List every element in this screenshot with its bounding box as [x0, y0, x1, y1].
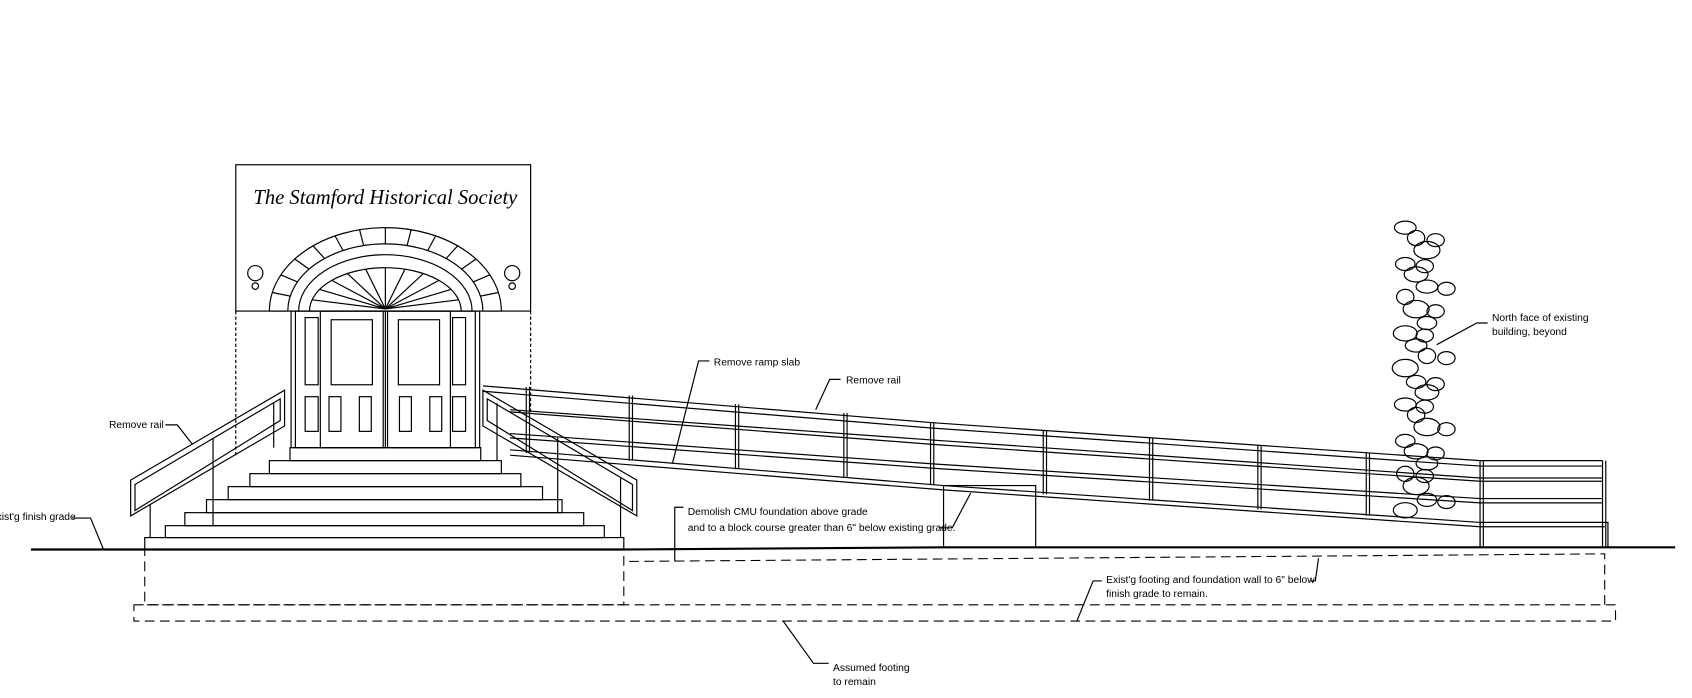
ramp-foundation: [629, 553, 1606, 605]
stair-rail-left: [130, 389, 286, 538]
label-demolish-2: and to a block course greater than 6" be…: [688, 523, 956, 534]
ramp-railing: [482, 385, 1607, 548]
entry-steps: [144, 447, 625, 551]
label-footing-wall-2: finish grade to remain.: [1106, 589, 1208, 600]
door-arch: [268, 227, 502, 312]
stair-foundation: [144, 548, 625, 606]
label-north-face-2: building, beyond: [1492, 327, 1567, 338]
stair-rail-right: [482, 389, 638, 538]
ramp-end-landing: [1479, 521, 1609, 548]
label-assumed-footing-1: Assumed footing: [833, 663, 910, 674]
label-assumed-footing-2: to remain: [833, 677, 876, 688]
sign-text: The Stamford Historical Society: [253, 187, 518, 209]
wall-light-left-icon: [247, 264, 264, 290]
label-remove-rail-ramp: Remove rail: [846, 376, 901, 387]
wall-light-right-icon: [503, 264, 521, 290]
label-remove-ramp-slab: Remove ramp slab: [714, 357, 801, 368]
label-remove-rail-stairs: Remove rail: [109, 420, 164, 431]
label-demolish-1: Demolish CMU foundation above grade: [688, 507, 868, 518]
label-finish-grade: Exist'g finish grade: [0, 512, 76, 523]
label-north-face-1: North face of existing: [1492, 313, 1589, 324]
entry-doors: [290, 310, 481, 449]
leader-lines: [72, 322, 1488, 664]
ramp-pier: [942, 484, 1037, 548]
assumed-footing: [133, 604, 1617, 622]
stone-wall-north-face: [1391, 220, 1456, 519]
label-footing-wall-1: Exist'g footing and foundation wall to 6…: [1106, 575, 1315, 586]
